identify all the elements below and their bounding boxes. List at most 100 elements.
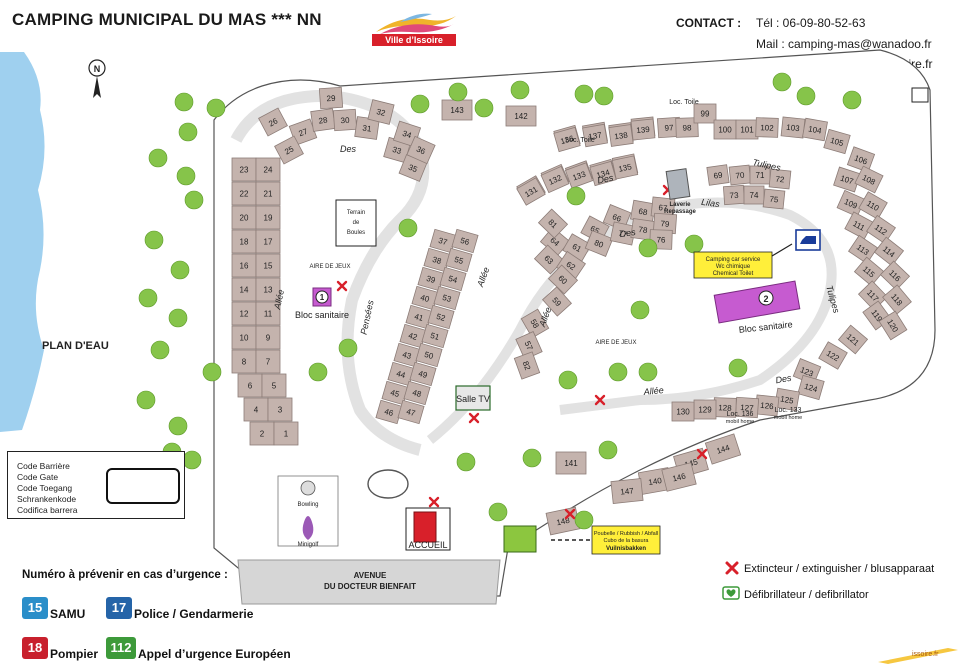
pitch-number: 37 bbox=[437, 236, 449, 247]
pitch: 69 bbox=[706, 164, 730, 186]
tree-icon bbox=[842, 90, 862, 110]
pitch-plot bbox=[878, 310, 908, 341]
pitch: 15 bbox=[255, 253, 281, 278]
pitch: 3 bbox=[267, 397, 293, 422]
pitch: 48 bbox=[403, 380, 431, 406]
avenue-label: DU DOCTEUR BIENFAIT bbox=[324, 582, 416, 591]
lake-label: PLAN D'EAU bbox=[42, 340, 109, 352]
playground-2-label: AIRE DE JEUX bbox=[595, 340, 636, 346]
pitch-plot bbox=[857, 280, 889, 311]
barrier-code-field bbox=[106, 468, 180, 504]
pitch: 54 bbox=[439, 266, 467, 292]
pitch-plot bbox=[537, 208, 569, 239]
pitch: 107 bbox=[833, 166, 861, 193]
pitch: 114 bbox=[873, 236, 905, 267]
pitch-plot bbox=[255, 157, 281, 182]
minigolf-icon bbox=[302, 516, 314, 540]
pitch: 120 bbox=[878, 310, 908, 341]
loc-toile-label: Loc. Toile bbox=[669, 99, 699, 106]
pitch: 16 bbox=[231, 253, 257, 278]
pitch: 37 bbox=[429, 228, 457, 254]
pitch: 59 bbox=[542, 286, 572, 317]
pitch-number: 137 bbox=[588, 130, 603, 141]
pitch: 106 bbox=[846, 146, 876, 173]
pitch: 105 bbox=[823, 128, 851, 155]
pitch-plot bbox=[367, 99, 395, 125]
pitch: 100 bbox=[713, 119, 737, 140]
pitch-number: 1 bbox=[284, 430, 289, 439]
bowling-label: Bowling bbox=[297, 502, 318, 508]
site-stamp-text: issoire.fr bbox=[912, 651, 939, 658]
tree-icon bbox=[150, 340, 170, 360]
pitch-plot bbox=[520, 308, 550, 339]
pitch: 75 bbox=[762, 188, 786, 210]
salle-tv-building bbox=[455, 385, 491, 411]
pitch: 124 bbox=[797, 374, 825, 401]
legend-defibrillator: Défibrillateur / defibrillator bbox=[744, 589, 869, 601]
pitch-number: 29 bbox=[326, 94, 336, 104]
pitch-number: 143 bbox=[450, 106, 464, 115]
pitch-plot bbox=[802, 117, 828, 142]
pitch: 17 bbox=[255, 229, 281, 254]
pitch-plot bbox=[409, 361, 437, 387]
sanitary-1-number: 1 bbox=[320, 293, 325, 302]
allee-label: Allée bbox=[642, 385, 664, 397]
pitch-plot bbox=[854, 165, 884, 194]
tree-icon bbox=[184, 190, 204, 210]
pitch-plot bbox=[837, 324, 869, 355]
trash-bins bbox=[503, 525, 537, 553]
tree-icon bbox=[510, 80, 530, 100]
pitch-number: 68 bbox=[638, 207, 649, 218]
pitch-number: 40 bbox=[419, 293, 431, 304]
tree-icon bbox=[630, 300, 650, 320]
des-label: Des bbox=[619, 227, 637, 239]
pitch-number: 135 bbox=[618, 162, 633, 174]
pitch-number: 56 bbox=[459, 236, 471, 247]
pitch-number: 77 bbox=[618, 229, 629, 240]
pitch-plot bbox=[445, 247, 473, 273]
pitch-plot bbox=[848, 234, 878, 265]
des-label: Des bbox=[340, 144, 357, 154]
pitch: 12 bbox=[231, 301, 257, 326]
des-label: Des bbox=[775, 373, 793, 386]
pitch: 133 bbox=[564, 162, 594, 189]
pitch-number: 14 bbox=[240, 286, 249, 295]
pitch-number: 105 bbox=[829, 136, 845, 148]
pitch-number: 140 bbox=[648, 476, 663, 487]
pitch: 49 bbox=[409, 361, 437, 387]
pitch-plot bbox=[332, 108, 358, 132]
pitch: 7 bbox=[255, 349, 281, 374]
trash-label: Poubelle / Rubbish / Abfall bbox=[594, 531, 658, 537]
tree-icon bbox=[522, 448, 542, 468]
pitch: 121 bbox=[837, 324, 869, 355]
tree-icon bbox=[594, 86, 614, 106]
pitch: 47 bbox=[397, 399, 425, 425]
tree-icon bbox=[176, 166, 196, 186]
pitch-plot bbox=[261, 373, 287, 398]
pitch: 135 bbox=[611, 155, 639, 180]
pitch-number: 97 bbox=[664, 123, 674, 133]
laundry-label: Repassage bbox=[664, 209, 696, 215]
pitch-number: 15 bbox=[264, 262, 273, 271]
extinguisher-icon bbox=[725, 561, 739, 575]
pitch-number: 57 bbox=[523, 340, 535, 352]
pitch: 35 bbox=[398, 154, 428, 182]
pitch: 141 bbox=[555, 451, 587, 475]
defibrillator-icon bbox=[722, 586, 740, 600]
pitch: 102 bbox=[755, 117, 779, 138]
emergency-label-112: Appel d’urgence Européen bbox=[138, 647, 291, 661]
pitch-number: 101 bbox=[740, 126, 754, 135]
pitch: 146 bbox=[661, 462, 697, 492]
code-line: Schrankenkode bbox=[17, 494, 77, 504]
pitch: 108 bbox=[854, 165, 884, 194]
tree-icon bbox=[148, 148, 168, 168]
pitch-number: 42 bbox=[407, 331, 419, 342]
tree-icon bbox=[202, 362, 222, 382]
pitch-number: 125 bbox=[780, 394, 795, 405]
pitch-plot bbox=[542, 286, 572, 317]
pitch-number: 55 bbox=[453, 255, 465, 266]
pitch-plot bbox=[255, 205, 281, 230]
pitch: 144 bbox=[704, 433, 742, 465]
pitch-plot bbox=[589, 160, 617, 187]
camping-car-label: Camping car service bbox=[706, 257, 761, 263]
